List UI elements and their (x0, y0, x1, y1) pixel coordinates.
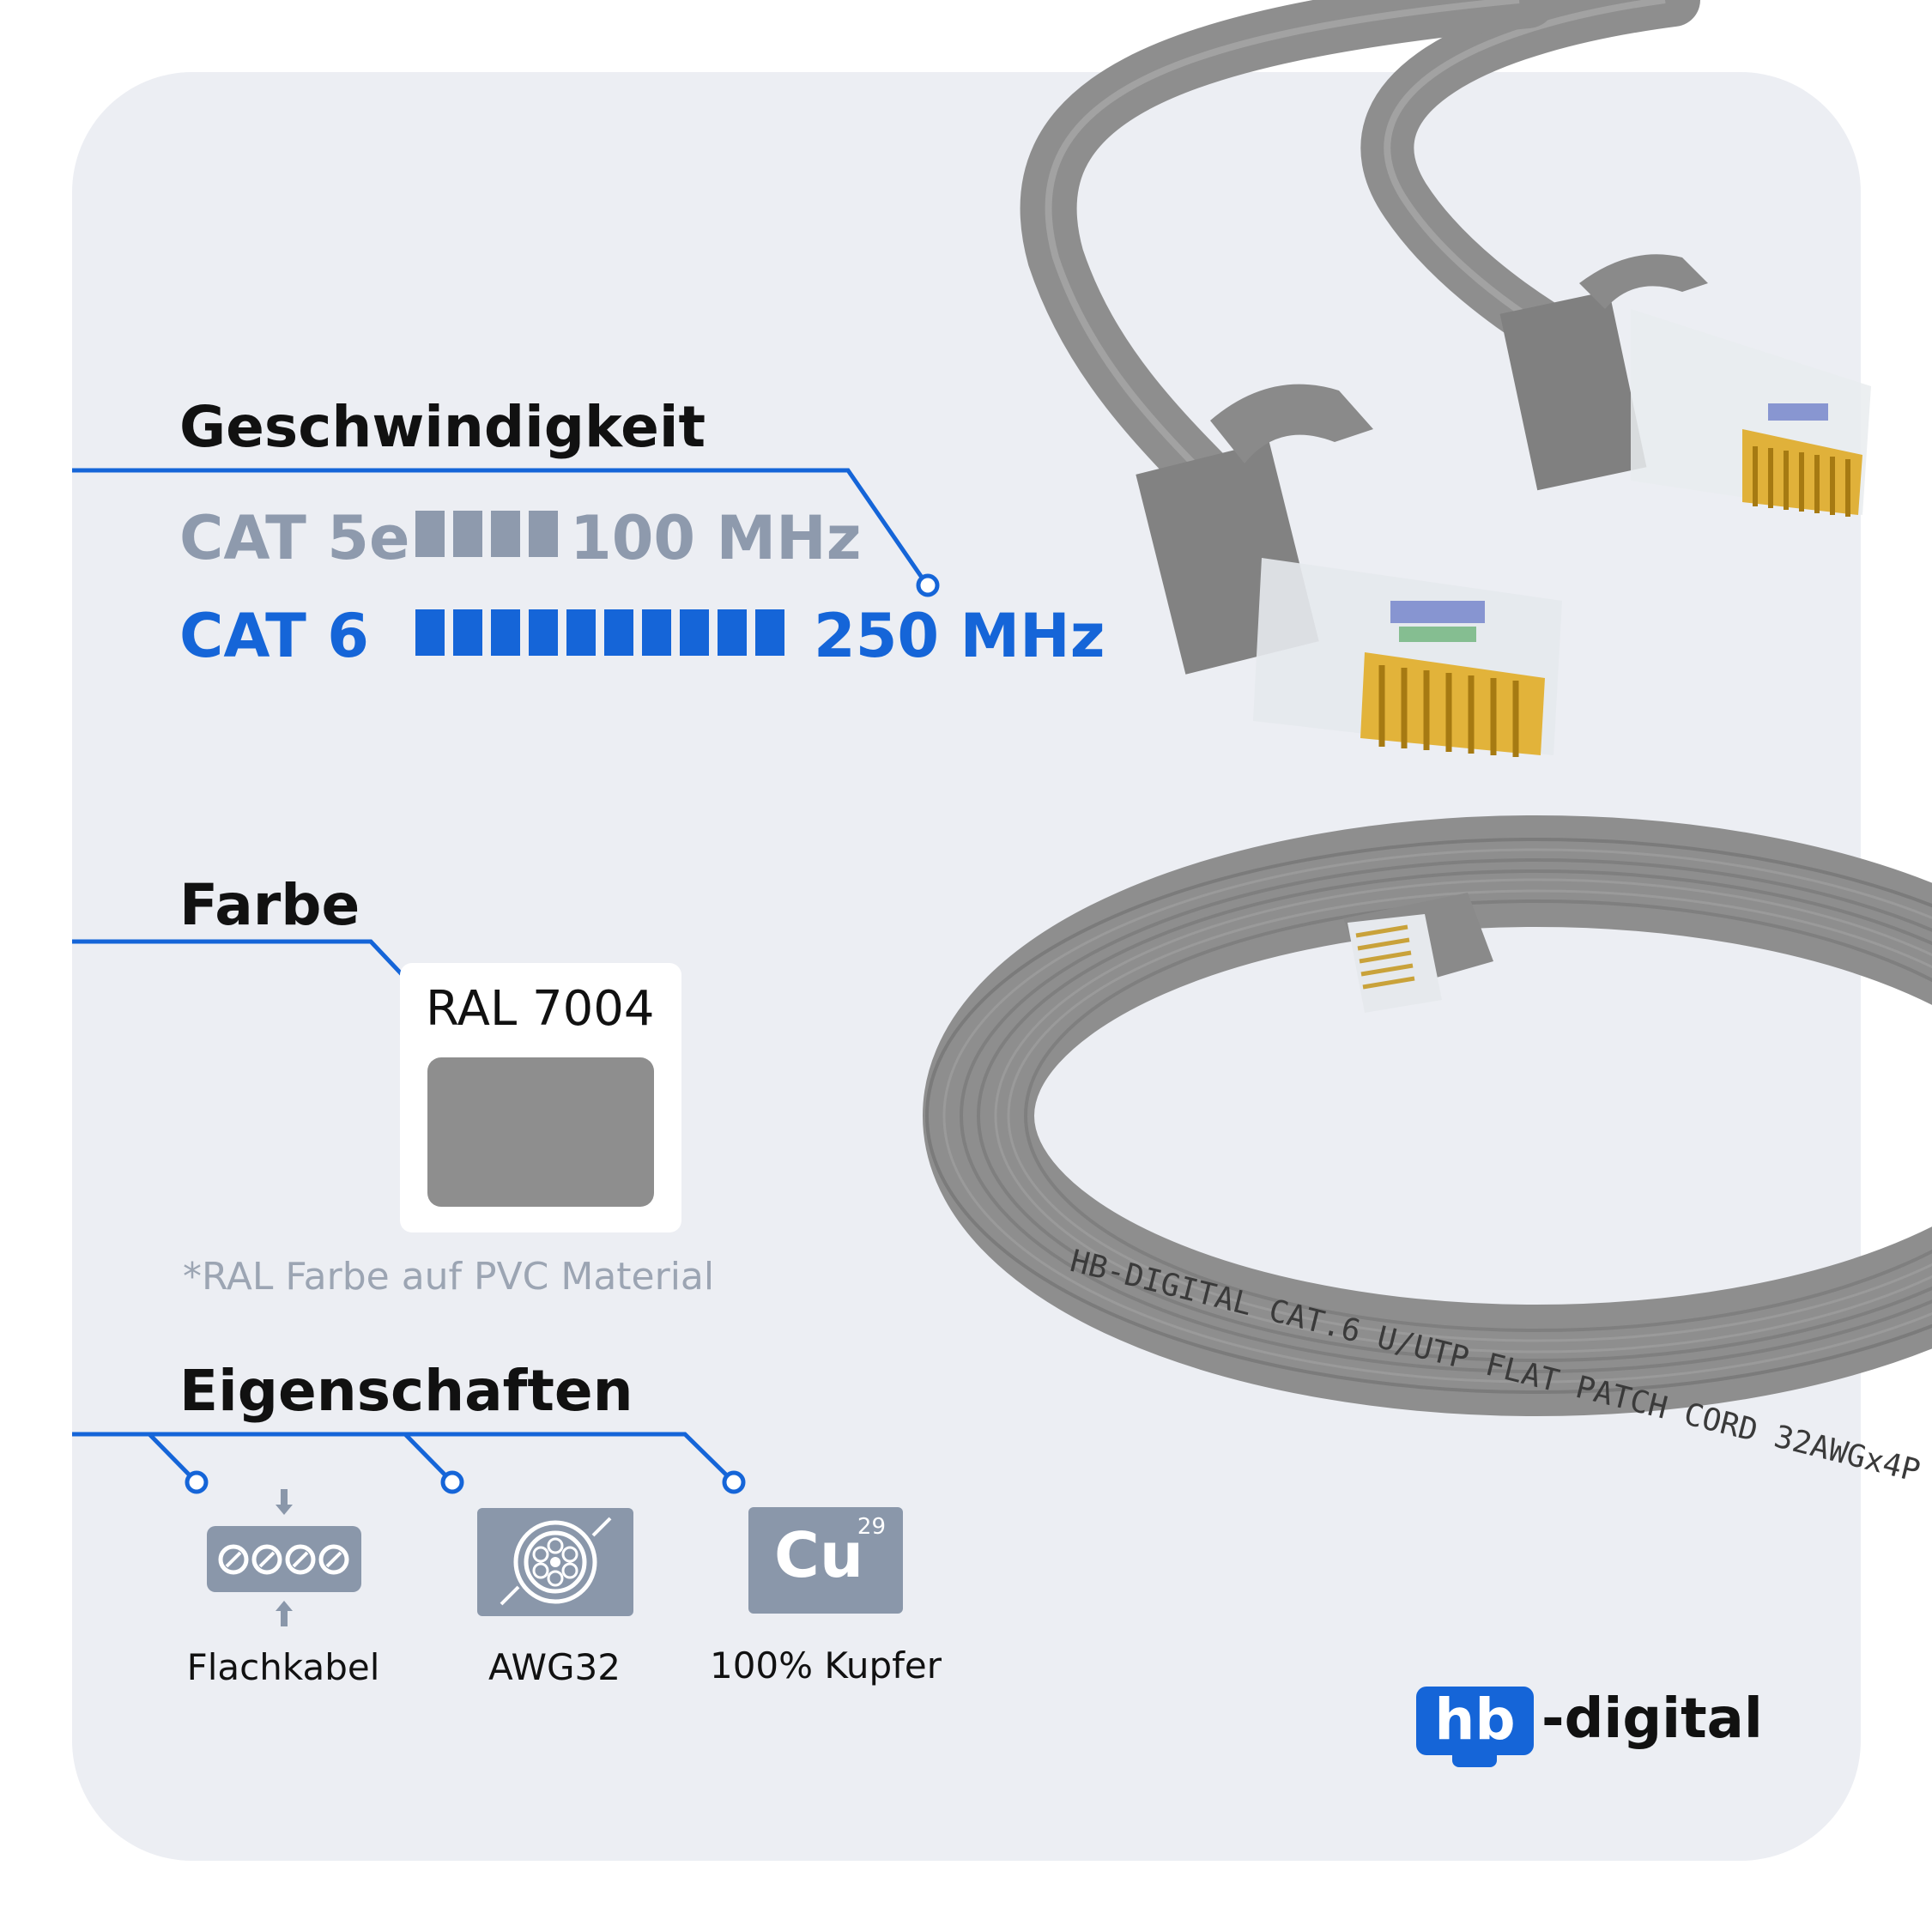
speed-bar-segment (755, 609, 784, 656)
logo-badge: hb (1416, 1687, 1534, 1755)
cat6-speed-bar (415, 609, 797, 656)
speed-bar-segment (453, 609, 482, 656)
speed-bar-segment (680, 609, 709, 656)
feature-label-copper: 100% Kupfer (709, 1644, 942, 1687)
speed-bar-segment (566, 609, 596, 656)
coiled-cable: HB-DIGITAL CAT.6 U/UTP FLAT PATCH CORD 3… (923, 815, 1932, 1521)
copper-atomic-number: 29 (857, 1514, 886, 1540)
speed-bar-segment (718, 609, 747, 656)
cat6-label: CAT 6 (179, 601, 369, 671)
feature-label-flat: Flachkabel (186, 1646, 380, 1688)
cat5e-speed-bar (415, 511, 561, 557)
speed-bar-segment (491, 609, 520, 656)
speed-bar-segment (642, 609, 671, 656)
speed-bar-segment (415, 511, 445, 557)
cable-cross-section-icon (477, 1508, 633, 1616)
flat-cable-icon (207, 1489, 361, 1626)
feature-label-awg: AWG32 (488, 1646, 621, 1688)
rj45-plug-rear (1499, 254, 1871, 517)
cat5e-frequency: 100 MHz (570, 503, 862, 573)
cat6-frequency: 250 MHz (814, 601, 1105, 671)
copper-element-icon: Cu 29 (748, 1507, 903, 1614)
patch-cable-upper (1020, 0, 1700, 526)
speed-bar-segment (453, 511, 482, 557)
speed-bar-segment (529, 609, 558, 656)
color-heading: Farbe (179, 872, 360, 938)
color-swatch (427, 1057, 654, 1207)
speed-bar-segment (491, 511, 520, 557)
logo-stand (1452, 1755, 1497, 1767)
speed-bar-segment (415, 609, 445, 656)
cat5e-label: CAT 5e (179, 503, 410, 573)
speed-bar-segment (604, 609, 633, 656)
speed-bar-segment (529, 511, 558, 557)
color-swatch-card: RAL 7004 (400, 963, 681, 1232)
rj45-plug-front (1136, 384, 1562, 757)
speed-heading: Geschwindigkeit (179, 394, 706, 460)
ral-code: RAL 7004 (426, 981, 655, 1037)
properties-heading: Eigenschaften (179, 1358, 633, 1424)
color-note: *RAL Farbe auf PVC Material (183, 1255, 715, 1299)
logo-wordmark: -digital (1541, 1687, 1763, 1751)
copper-symbol: Cu (774, 1519, 864, 1591)
